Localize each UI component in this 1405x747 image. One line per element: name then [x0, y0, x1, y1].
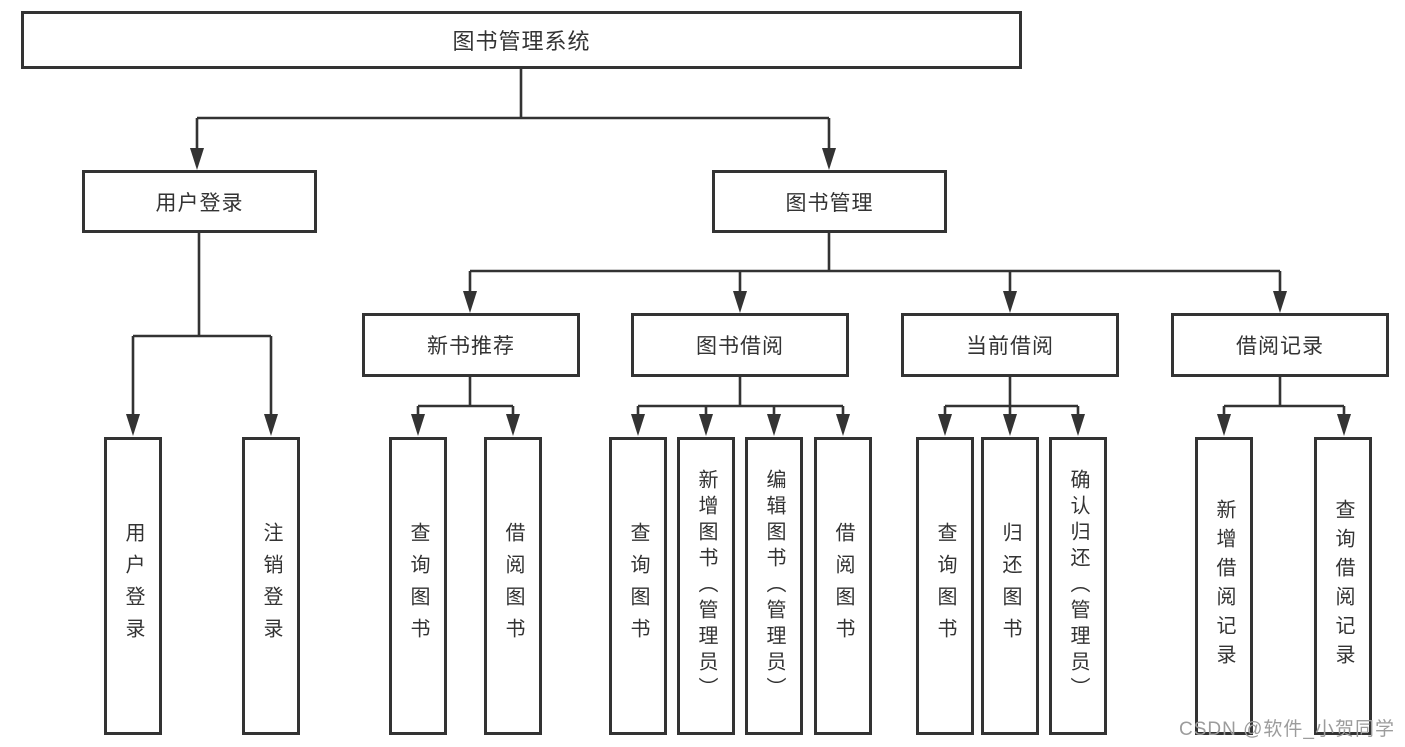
leaf-return-books: 归还图书: [981, 437, 1039, 735]
leaf-query-books-recommend: 查询图书: [389, 437, 447, 735]
arrowhead: [767, 414, 781, 436]
node-label: 用户登录: [122, 522, 144, 650]
node-label: 查询图书: [934, 522, 956, 650]
arrowhead: [411, 414, 425, 436]
arrowhead: [1003, 414, 1017, 436]
node-label: 借阅记录: [1236, 335, 1324, 358]
arrowhead: [699, 414, 713, 436]
leaf-query-books-current: 查询图书: [916, 437, 974, 735]
node-label: 新增图书（管理员）: [695, 469, 717, 703]
node-label: 借阅图书: [502, 522, 524, 650]
leaf-query-books-borrow: 查询图书: [609, 437, 667, 735]
node-label: 确认归还（管理员）: [1067, 469, 1089, 703]
leaf-borrow-books: 借阅图书: [814, 437, 872, 735]
leaf-add-borrow-record: 新增借阅记录: [1195, 437, 1253, 735]
arrowhead: [506, 414, 520, 436]
arrowheads: [126, 148, 1351, 436]
node-label: 编辑图书（管理员）: [763, 469, 785, 703]
leaf-edit-books-admin: 编辑图书（管理员）: [745, 437, 803, 735]
arrowhead: [938, 414, 952, 436]
node-label: 新书推荐: [427, 335, 515, 358]
leaf-user-login: 用户登录: [104, 437, 162, 735]
node-book-borrow: 图书借阅: [631, 313, 849, 377]
arrowhead: [1273, 291, 1287, 313]
node-label: 查询借阅记录: [1332, 499, 1354, 673]
node-label: 用户登录: [155, 191, 244, 215]
watermark: CSDN @软件_小贺同学: [1179, 719, 1395, 740]
arrowhead: [126, 414, 140, 436]
connector-paths: [131, 69, 1346, 416]
node-label: 注销登录: [260, 522, 282, 650]
arrowhead: [822, 148, 836, 170]
node-borrow-records: 借阅记录: [1171, 313, 1389, 377]
node-label: 借阅图书: [832, 522, 854, 650]
connector-current-borrow-to-leaves: [943, 377, 1080, 416]
connector-borrow-records-to-leaves: [1222, 377, 1346, 416]
leaf-add-books-admin: 新增图书（管理员）: [677, 437, 735, 735]
connector-root-to-level2: [195, 69, 831, 150]
connector-book-borrow-to-leaves: [636, 377, 845, 416]
node-label: 新增借阅记录: [1213, 499, 1235, 673]
arrowhead: [1337, 414, 1351, 436]
leaf-logout: 注销登录: [242, 437, 300, 735]
node-current-borrow: 当前借阅: [901, 313, 1119, 377]
node-label: 当前借阅: [966, 335, 1054, 358]
node-label: 查询图书: [407, 522, 429, 650]
node-label: 图书借阅: [696, 335, 784, 358]
arrowhead: [190, 148, 204, 170]
node-library-management-system: 图书管理系统: [21, 11, 1022, 69]
arrowhead: [1071, 414, 1085, 436]
connector-book-mgmt-to-level3: [468, 233, 1282, 292]
arrowhead: [631, 414, 645, 436]
arrowhead: [264, 414, 278, 436]
node-label: 归还图书: [999, 522, 1021, 650]
arrowhead: [733, 291, 747, 313]
connector-new-book-rec-to-leaves: [416, 377, 515, 416]
arrowhead: [1003, 291, 1017, 313]
connector-user-login-to-leaves: [131, 233, 273, 416]
node-user-login: 用户登录: [82, 170, 317, 233]
leaf-confirm-return-admin: 确认归还（管理员）: [1049, 437, 1107, 735]
arrowhead: [463, 291, 477, 313]
leaf-query-borrow-record: 查询借阅记录: [1314, 437, 1372, 735]
node-label: 查询图书: [627, 522, 649, 650]
arrowhead: [1217, 414, 1231, 436]
node-book-management: 图书管理: [712, 170, 947, 233]
node-label: 图书管理: [785, 191, 874, 215]
node-new-book-recommend: 新书推荐: [362, 313, 580, 377]
leaf-borrow-books-recommend: 借阅图书: [484, 437, 542, 735]
arrowhead: [836, 414, 850, 436]
node-label: 图书管理系统: [452, 29, 591, 54]
